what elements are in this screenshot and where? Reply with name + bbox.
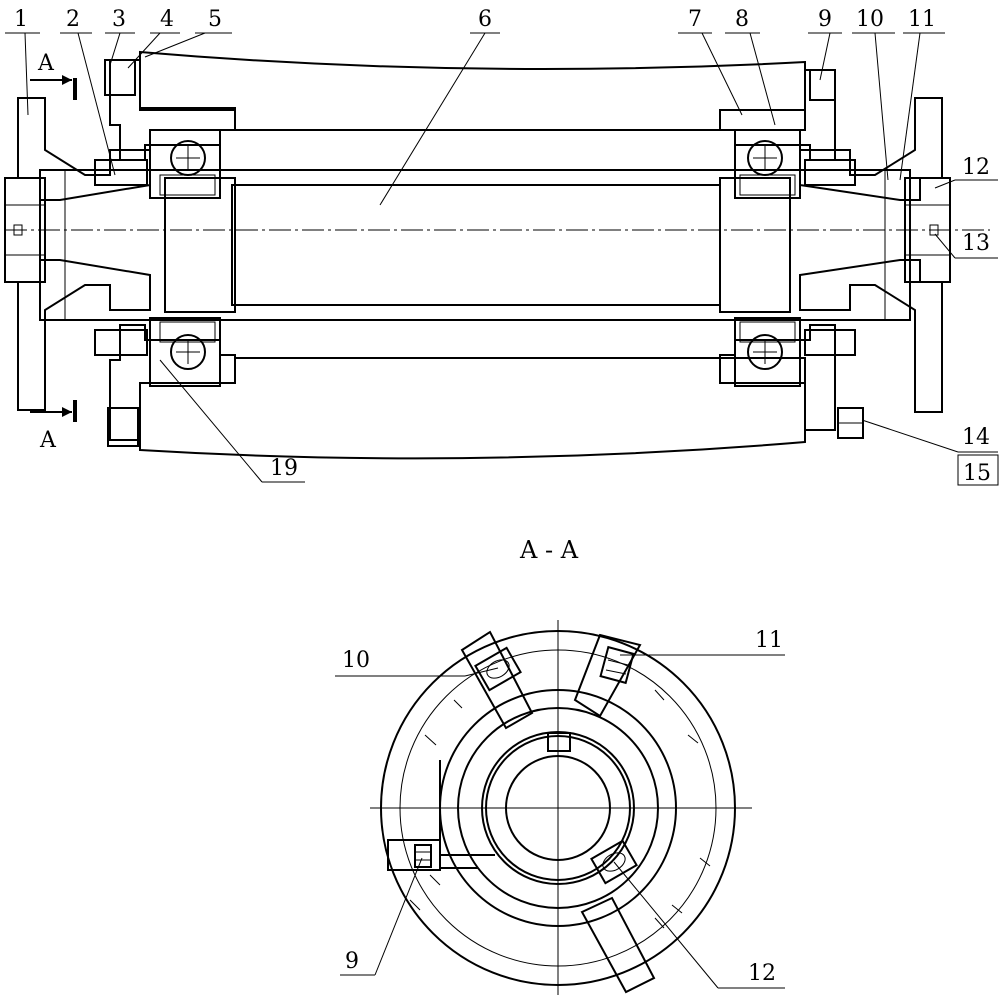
aa-callout-10: 10 xyxy=(342,648,370,673)
right-seal-bottom xyxy=(804,329,856,356)
screw-11 xyxy=(599,645,635,685)
roller-shell-bottom xyxy=(139,357,806,460)
flange-tick-marks xyxy=(409,689,711,929)
aa-callout-12: 12 xyxy=(748,961,776,986)
aa-callout-11: 11 xyxy=(755,628,783,653)
left-end-nut xyxy=(4,177,46,283)
keyway xyxy=(547,732,571,752)
cross-section-aa: 10 11 9 12 xyxy=(335,620,785,995)
clamp-block-9 xyxy=(387,839,441,871)
screw-10 xyxy=(474,646,522,692)
screw-9 xyxy=(414,844,432,868)
aa-callout-9: 9 xyxy=(345,949,359,974)
callout-5: 5 xyxy=(208,7,222,32)
callout-1: 1 xyxy=(14,7,28,32)
clamp-block-11 xyxy=(573,633,642,718)
section-mark-bottom: A xyxy=(39,428,57,453)
callout-15: 15 xyxy=(963,461,991,486)
callout-8: 8 xyxy=(735,7,749,32)
longitudinal-section: A A 1 2 3 4 5 6 xyxy=(4,7,999,486)
callout-14: 14 xyxy=(962,425,990,450)
screw-12 xyxy=(590,839,638,885)
callout-9: 9 xyxy=(818,7,832,32)
callouts: 1 2 3 4 5 6 7 xyxy=(5,7,999,486)
callout-11: 11 xyxy=(908,7,936,32)
right-bearing-housing-bottom xyxy=(719,324,836,431)
right-end-nut xyxy=(904,177,951,283)
shaft xyxy=(39,169,911,321)
left-bearing-bottom xyxy=(149,317,221,387)
left-seal-top xyxy=(94,159,148,186)
left-bearing-housing-top xyxy=(109,59,236,161)
callout-3: 3 xyxy=(112,7,126,32)
left-seal-bottom xyxy=(94,329,148,356)
callout-10: 10 xyxy=(856,7,884,32)
clamp-block-10 xyxy=(460,630,534,730)
shaft-section xyxy=(485,735,631,881)
left-flange-bottom xyxy=(17,259,151,411)
section-title: A - A xyxy=(519,536,579,564)
clamp-block-12 xyxy=(580,896,656,994)
callout-2: 2 xyxy=(66,7,80,32)
callout-4: 4 xyxy=(160,7,174,32)
callout-7: 7 xyxy=(688,7,702,32)
right-bearing-top xyxy=(734,129,801,199)
callout-12: 12 xyxy=(962,155,990,180)
section-mark-top: A xyxy=(37,51,55,76)
callout-19: 19 xyxy=(270,456,298,481)
callout-6: 6 xyxy=(478,7,492,32)
right-seal-top xyxy=(804,159,856,186)
outer-flange-circle xyxy=(380,630,736,986)
roller-shell-top xyxy=(139,50,806,131)
callout-13: 13 xyxy=(962,231,990,256)
right-bearing-bottom xyxy=(734,317,801,387)
right-flange-bottom xyxy=(799,259,943,413)
left-bearing-top xyxy=(149,129,221,199)
